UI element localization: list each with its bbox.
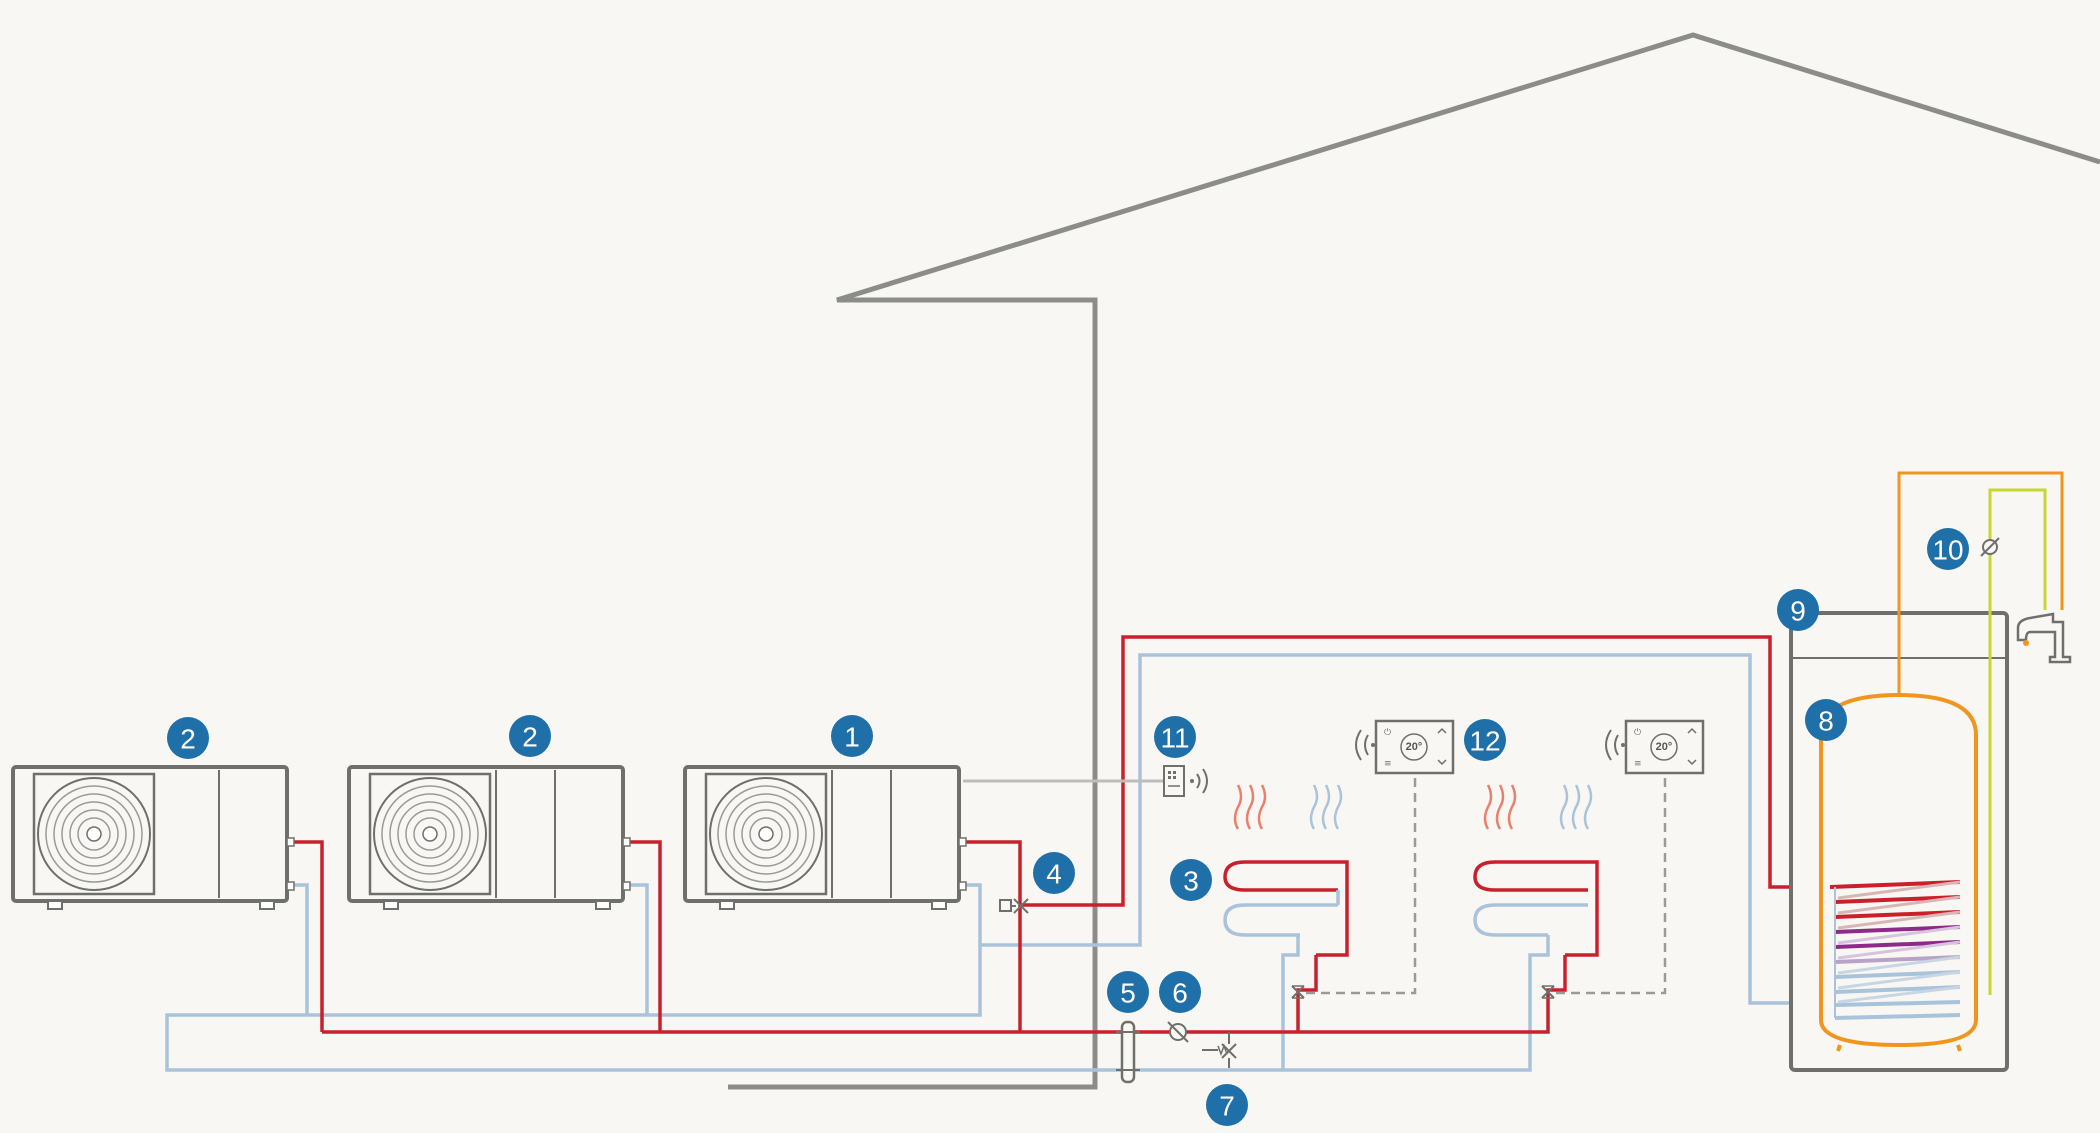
cool-waves-icon [1559,784,1593,830]
svg-text:⏻: ⏻ [1384,727,1391,738]
badge-12-label: 12 [1469,726,1500,757]
badge-2a: 2 [167,717,209,759]
fan-icon [37,777,151,891]
mixing-valve-icon [1980,537,2000,557]
badge-11: 11 [1154,716,1196,758]
badge-3-label: 3 [1183,866,1199,897]
buffer-separator-icon [1116,1020,1140,1084]
thermostat-display: 20° [1406,741,1423,753]
badge-1: 1 [831,715,873,757]
thermostat-wires [1305,778,1667,995]
badge-6: 6 [1159,971,1201,1013]
thermostat-display: 20° [1656,741,1673,753]
badge-8: 8 [1805,699,1847,741]
return-pipes [165,653,1825,1072]
svg-text:≡: ≡ [1384,759,1392,769]
badge-9: 9 [1777,589,1819,631]
safety-valve-icon [1202,1032,1237,1068]
heat-pump-unit-middle [347,765,631,910]
heat-pump-unit-left [11,765,295,910]
wireless-controller-icon [1163,765,1208,797]
badge-2b-label: 2 [522,722,538,753]
badge-9-label: 9 [1790,596,1806,627]
room-thermostat-left: 20° ⏻ ≡ [1355,719,1455,775]
badge-2b: 2 [509,715,551,757]
badge-10-label: 10 [1932,535,1963,566]
hot-water-tank-icon [1819,471,2064,1052]
heat-waves-icon [1483,784,1517,830]
badge-11-label: 11 [1160,723,1189,754]
badge-2a-label: 2 [180,724,196,755]
badge-6-label: 6 [1172,978,1188,1009]
zone-valve-icon [1541,985,1555,999]
badge-3: 3 [1170,859,1212,901]
badge-5: 5 [1107,971,1149,1013]
pump-icon [1167,1021,1189,1043]
fan-icon [373,777,487,891]
badge-4: 4 [1033,852,1075,894]
cool-waves-icon [1309,784,1343,830]
svg-text:⏻: ⏻ [1634,727,1641,738]
heat-pump-unit-right [683,765,967,910]
zone-valve-icon [1291,985,1305,999]
badge-4-label: 4 [1046,859,1062,890]
three-way-valve-icon [999,898,1029,914]
svg-text:≡: ≡ [1634,759,1642,769]
badge-5-label: 5 [1120,978,1136,1009]
badge-7-label: 7 [1219,1091,1235,1122]
badge-12: 12 [1464,719,1506,761]
room-thermostat-right: 20° ⏻ ≡ [1605,719,1705,775]
badge-1-label: 1 [844,722,860,753]
badge-8-label: 8 [1818,706,1834,737]
badge-10: 10 [1927,528,1969,570]
house-outline [728,32,2100,1090]
faucet-icon [2016,612,2072,664]
fan-icon [709,777,823,891]
badge-7: 7 [1206,1084,1248,1126]
heat-waves-icon [1233,784,1267,830]
